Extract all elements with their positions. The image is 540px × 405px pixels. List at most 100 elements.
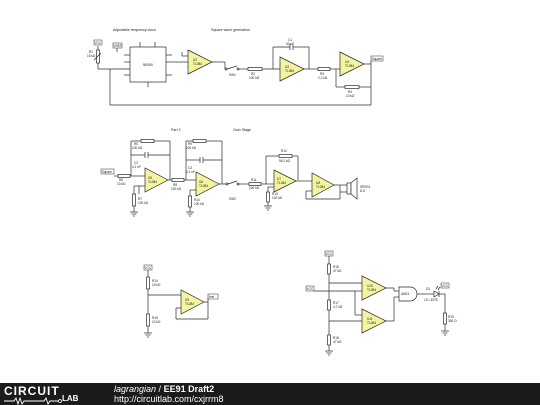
svg-text:100 kΩ: 100 kΩ <box>132 146 143 150</box>
vcc-symbol-1: VCC <box>93 39 103 50</box>
svg-text:TL084: TL084 <box>345 64 354 68</box>
svg-text:C1: C1 <box>288 38 292 42</box>
svg-text:TL084: TL084 <box>277 181 286 185</box>
svg-text:100 kΩ: 100 kΩ <box>186 146 197 150</box>
svg-text:LTL-307E: LTL-307E <box>424 298 438 302</box>
svg-text:VCC: VCC <box>442 284 449 288</box>
svg-text:VCC: VCC <box>95 41 102 45</box>
svg-text:Square: Square <box>372 57 383 61</box>
svg-text:C3: C3 <box>188 166 192 170</box>
svg-text:15 kΩ: 15 kΩ <box>152 283 161 287</box>
svg-text:R6: R6 <box>119 178 123 182</box>
resistor-r14: R14 15 kΩ <box>146 276 161 290</box>
resistor-r3: R3 2.2 kΩ <box>317 67 331 80</box>
author-link[interactable]: lagrangian <box>114 384 157 394</box>
svg-text:U11: U11 <box>367 317 373 321</box>
schematic-canvas: Adjustable frequency clock Square wave g… <box>87 28 457 356</box>
capacitor-c1: C1 40 nF <box>273 38 309 50</box>
svg-text:U2: U2 <box>193 58 197 62</box>
svg-text:SW2: SW2 <box>229 197 236 201</box>
section-title-square: Square wave generation <box>211 28 250 32</box>
svg-text:R12: R12 <box>281 149 287 153</box>
opamp-u9: U9 TL084 <box>180 289 205 315</box>
svg-text:C2: C2 <box>134 161 138 165</box>
vcc-symbol-3: VCC <box>324 250 334 257</box>
svg-text:R4: R4 <box>348 90 352 94</box>
svg-text:R10: R10 <box>194 198 200 202</box>
vref-label-1: VREF <box>112 42 123 52</box>
resistor-r5: R5 100 kΩ <box>131 139 170 150</box>
capacitor-c2: C2 4.1 nF <box>131 152 170 169</box>
svg-text:Square: Square <box>102 170 113 174</box>
svg-text:100 kΩ: 100 kΩ <box>249 76 260 80</box>
svg-text:R9: R9 <box>188 142 192 146</box>
svg-text:AND1: AND1 <box>401 292 410 296</box>
svg-text:15 kΩ: 15 kΩ <box>87 54 96 58</box>
svg-text:10 kΩ: 10 kΩ <box>152 320 161 324</box>
resistor-r18: R18 47 kΩ <box>327 334 342 346</box>
svg-text:U6: U6 <box>199 180 203 184</box>
resistor-r7: R7 100 kΩ <box>130 186 149 217</box>
svg-text:R5: R5 <box>134 142 138 146</box>
svg-text:R3: R3 <box>320 72 324 76</box>
svg-text:U3: U3 <box>285 65 289 69</box>
switch-sw2: SW2 <box>225 180 240 201</box>
footer-title-line: lagrangian / EE91 Draft2 <box>114 384 214 394</box>
svg-text:TL084: TL084 <box>316 185 325 189</box>
svg-text:10 kΩ: 10 kΩ <box>346 94 355 98</box>
vcc-symbol-5: VCC <box>440 282 450 289</box>
section-title-gain: Gain Stage <box>233 128 251 132</box>
logo-lab-text: LAB <box>62 394 79 403</box>
speaker-spkr1: SPKR1 8 Ω <box>340 177 371 200</box>
svg-text:R18: R18 <box>333 336 339 340</box>
svg-text:D1: D1 <box>426 287 430 291</box>
circuit-title: EE91 Draft2 <box>163 384 215 394</box>
circuit-url[interactable]: http://circuitlab.com/cxjrrm8 <box>114 394 224 404</box>
resistor-r2: R2 100 kΩ <box>247 67 263 80</box>
led-d1: D1 LTL-307E <box>424 285 445 302</box>
svg-text:U7: U7 <box>277 177 281 181</box>
svg-text:4.7 kΩ: 4.7 kΩ <box>333 305 343 309</box>
vref-label-2 <box>207 293 219 300</box>
svg-text:R16: R16 <box>333 265 339 269</box>
footer-bar: CIRCUIT LAB lagrangian / EE91 Draft2 htt… <box>0 383 540 405</box>
svg-text:TL084: TL084 <box>285 69 294 73</box>
opamp-u11: U11 TL084 <box>361 308 387 334</box>
logo-waveform <box>4 396 62 405</box>
resistor-r17: R17 4.7 kΩ <box>327 299 343 311</box>
resistor-r15: R15 10 kΩ <box>146 313 161 327</box>
svg-text:U10: U10 <box>367 284 373 288</box>
svg-text:U9: U9 <box>185 298 189 302</box>
svg-text:R17: R17 <box>333 301 339 305</box>
resistor-r9: R9 100 kΩ <box>186 139 222 150</box>
svg-text:U4: U4 <box>345 60 349 64</box>
svg-text:47 kΩ: 47 kΩ <box>333 269 342 273</box>
svg-text:4.1 nF: 4.1 nF <box>132 165 141 169</box>
ic-ne555: NE555 <box>124 42 172 87</box>
vcc-symbol-4: VCC <box>305 285 315 292</box>
svg-text:R7: R7 <box>138 197 142 201</box>
svg-text:R13: R13 <box>272 192 278 196</box>
svg-text:56.2 kΩ: 56.2 kΩ <box>279 159 291 163</box>
svg-text:40 nF: 40 nF <box>286 42 294 46</box>
svg-text:TL084: TL084 <box>148 180 157 184</box>
svg-text:TL084: TL084 <box>193 62 202 66</box>
svg-text:SW1: SW1 <box>229 73 236 77</box>
svg-text:100 kΩ: 100 kΩ <box>138 201 149 205</box>
svg-text:VCC: VCC <box>307 287 314 291</box>
opamp-u5: U5 TL084 <box>144 167 169 193</box>
resistor-r16: R16 47 kΩ <box>327 263 342 275</box>
svg-text:100 kΩ: 100 kΩ <box>249 186 260 190</box>
resistor-r12: R12 56.2 kΩ <box>266 149 298 163</box>
resistor-r10: R10 100 kΩ <box>186 189 205 217</box>
vcc-symbol-2: VCC <box>143 264 153 271</box>
logo-text: CIRCUIT <box>4 384 60 398</box>
svg-text:100 kΩ: 100 kΩ <box>272 196 283 200</box>
resistor-r6: R6 10 kΩ <box>117 174 131 186</box>
svg-text:10 kΩ: 10 kΩ <box>117 182 126 186</box>
svg-text:R8: R8 <box>173 183 177 187</box>
opamp-u2: U2 TL084 <box>187 49 213 75</box>
resistor-r19: R19 350 Ω <box>443 312 457 325</box>
square-label-1 <box>370 55 384 62</box>
svg-text:R15: R15 <box>152 316 158 320</box>
